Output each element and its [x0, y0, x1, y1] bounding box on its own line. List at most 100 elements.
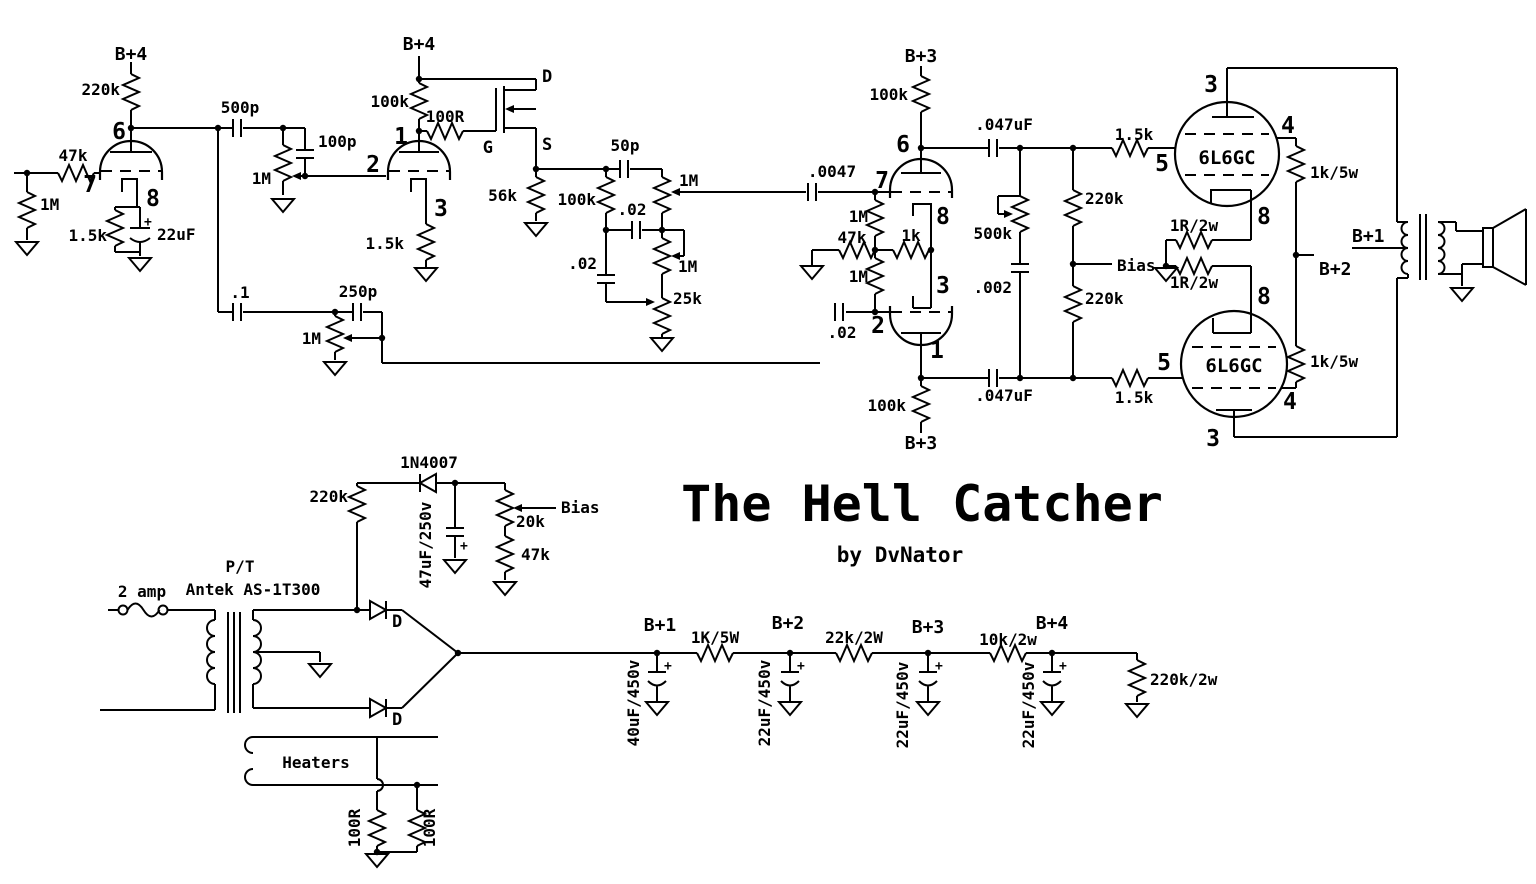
volume-network: .1 250p 1M — [217, 128, 820, 376]
filter-cap-b2 — [778, 653, 802, 716]
label-bias-lower-r: 47k — [521, 545, 550, 564]
label-v1b-pin-plate: 1 — [394, 124, 408, 150]
label-v1a-grid-stopper: 47k — [59, 146, 88, 165]
label-mosfet-source: S — [542, 135, 552, 155]
label-v1b-pin-cathode: 3 — [434, 196, 448, 222]
label-pi-plate-r-top: 100k — [869, 85, 908, 104]
label-cap-top: .047uF — [975, 115, 1033, 134]
label-v1b-supply: B+4 — [403, 34, 436, 55]
output-coupling: .047uF 1.5k .047uF 1.5k 500k .002 220k B… — [973, 115, 1155, 407]
label-rail-r1: 1K/5W — [691, 628, 740, 647]
label-b2-net: B+2 — [1319, 259, 1352, 280]
label-grid-stop-bottom: 1.5k — [1115, 388, 1154, 407]
tone-stack: 50p 100k .02 1M .02 1M 25k .0047 — [557, 136, 875, 352]
label-pi-pin6: 6 — [896, 132, 910, 158]
fuse-icon — [126, 602, 161, 618]
schematic-title: The Hell Catcher — [681, 475, 1163, 533]
label-pin5-bottom: 5 — [1157, 350, 1171, 376]
label-coupling1-bright-cap: 100p — [318, 132, 357, 151]
label-pi-plate-r-bottom: 100k — [867, 396, 906, 415]
label-tube-bottom: 6L6GC — [1205, 355, 1262, 377]
label-pin8-bottom: 8 — [1257, 284, 1271, 310]
label-v1b-pin-grid: 2 — [366, 152, 380, 178]
label-rail-b3: B+3 — [912, 617, 945, 638]
label-pi-input-cap2: .02 — [828, 323, 857, 342]
label-cap-bottom: .047uF — [975, 386, 1033, 405]
schematic-byline: by DvNator — [837, 543, 963, 567]
label-volume-bright-cap: 250p — [339, 282, 378, 301]
label-slope-r: 100k — [557, 190, 596, 209]
output-transformer — [1352, 208, 1527, 302]
label-coupling1-pot: 1M — [252, 169, 271, 188]
b-plus-rail: B+1 1K/5W B+2 22k/2W B+3 10k/2w B+4 40uF… — [458, 613, 1218, 748]
label-c3-plus: + — [935, 659, 943, 674]
label-volume-cap: .1 — [230, 283, 249, 302]
filter-cap-b1 — [645, 653, 669, 716]
label-pin8-top: 8 — [1257, 204, 1271, 230]
power-amp-6l6: 3 4 5 6L6GC 1k/5w 8 1R/2w 1R/2w 8 5 6L6G… — [1154, 67, 1398, 452]
label-bias-net2: Bias — [561, 498, 600, 517]
input-stage-v1a: B+4 220k 6 47k 7 1M 8 1.5k 22uF + — [14, 44, 283, 272]
label-d1: D — [392, 612, 402, 632]
label-rail-c4: 22uF/450v — [1019, 661, 1038, 748]
label-v1b-cathode-r: 1.5k — [365, 234, 404, 253]
label-bias-r2: 220k — [1085, 289, 1124, 308]
power-transformer: 2 amp P/T Antek AS-1T300 D D — [100, 557, 462, 730]
label-bass-cap: .02 — [568, 254, 597, 273]
label-rail-c3: 22uF/450v — [893, 661, 912, 748]
label-pi-pin2: 2 — [871, 313, 885, 339]
label-mosfet-drain: D — [542, 67, 552, 87]
label-v1b-gate-r: 100R — [426, 107, 465, 126]
label-v1a-pin-plate: 6 — [112, 119, 126, 145]
label-pi-cathode-r: 1k — [901, 226, 921, 245]
label-rail-b2: B+2 — [772, 613, 805, 634]
label-bias-cap: 47uF/250v — [416, 501, 435, 588]
label-pi-supply-bottom: B+3 — [905, 433, 938, 454]
label-bias-diode: 1N4007 — [400, 453, 458, 472]
diode-d1-icon — [369, 599, 389, 621]
label-c1-plus: + — [664, 659, 672, 674]
label-v1a-supply: B+4 — [115, 44, 148, 65]
label-cathode-r-top: 1R/2w — [1170, 216, 1219, 235]
label-mid-pot: 25k — [673, 289, 702, 308]
label-pt-name1: P/T — [226, 557, 255, 576]
label-rail-r2: 22k/2W — [825, 628, 883, 647]
label-hum-r1: 100R — [345, 808, 364, 847]
label-treble-cap: 50p — [611, 136, 640, 155]
label-b1-net: B+1 — [1352, 226, 1385, 247]
label-fuse: 2 amp — [118, 582, 166, 601]
label-pin5-top: 5 — [1155, 151, 1169, 177]
label-v1a-cathode-r: 1.5k — [68, 226, 107, 245]
label-bias-feed-r: 220k — [309, 487, 348, 506]
label-bias-net: Bias — [1117, 256, 1156, 275]
label-bias-r1: 220k — [1085, 189, 1124, 208]
label-pi-pin8: 8 — [936, 204, 950, 230]
label-c4-plus: + — [1059, 659, 1067, 674]
heater-circuit: Heaters 100R 100R — [244, 736, 439, 868]
label-v1a-pin-cathode: 8 — [146, 186, 160, 212]
coupling-network-1: 500p 100p 1M — [214, 98, 386, 213]
label-pi-grid-r1: 1M — [849, 207, 868, 226]
label-v1a-cathode-cap: 22uF — [157, 225, 196, 244]
label-cathode-r-bottom: 1R/2w — [1170, 273, 1219, 292]
phase-inverter: 7 6 B+3 100k 1M 47k 1k 8 1M 3 .02 2 1 10… — [800, 46, 1183, 454]
label-coupling1-cap: 500p — [221, 98, 260, 117]
label-pi-pin7: 7 — [875, 168, 889, 194]
label-pi-input-cap: .0047 — [808, 162, 856, 181]
label-pt-name2: Antek AS-1T300 — [186, 580, 321, 599]
label-source-r: 56k — [488, 186, 517, 205]
label-d2: D — [392, 710, 402, 730]
label-volume-pot: 1M — [302, 329, 321, 348]
stage2-v1b-mosfet: B+4 100k 100R 1 2 3 1.5k D G S 56k — [365, 34, 606, 282]
label-v1a-plate-r: 220k — [81, 80, 120, 99]
bias-supply: 1N4007 220k Bias 20k 47uF/250v + 47k — [309, 453, 600, 610]
label-rail-c2: 22uF/450v — [755, 659, 774, 746]
label-bias-pot: 20k — [516, 512, 545, 531]
label-grid-stop-top: 1.5k — [1115, 125, 1154, 144]
label-rail-c1: 40uF/450v — [624, 659, 643, 746]
label-screen-r-top: 1k/5w — [1310, 163, 1359, 182]
label-pi-supply-top: B+3 — [905, 46, 938, 67]
label-rail-r3: 10k/2w — [979, 630, 1037, 649]
